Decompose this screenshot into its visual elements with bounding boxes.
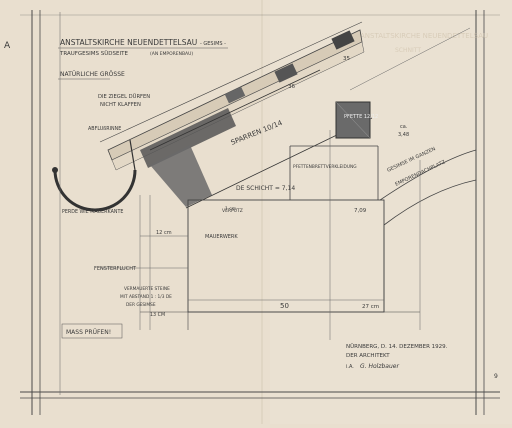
dim-35: 35	[343, 56, 350, 62]
label-layer: DE SCHICHT = 7,14	[236, 185, 295, 192]
sheet-border	[20, 10, 500, 415]
right-curve-bottom	[383, 179, 477, 226]
scale-note: NATÜRLICHE GRÖSSE	[60, 71, 125, 78]
signature-prefix: i.A.	[346, 364, 354, 370]
label-stones-4: 13 CM	[150, 312, 165, 318]
title-line-1: ANSTALTSKIRCHE NEUENDETTELSAU	[60, 38, 197, 47]
label-stones-2: MIT ABSTAND 1 : 1/3 DE	[120, 294, 172, 300]
title-line-1-suffix: - GESIMS -	[200, 41, 226, 47]
signature-place-date: NÜRNBERG, D. 14. DEZEMBER 1929.	[346, 343, 448, 350]
page-number: 9	[494, 373, 498, 380]
dim-12cm: 12 cm	[156, 230, 172, 236]
faded-subtitle: SCHNITT	[395, 47, 421, 54]
label-stones-3: DER GESIMSE	[126, 302, 156, 308]
tile-block-low	[224, 86, 246, 104]
right-curve-top	[379, 149, 477, 201]
stamp-box	[61, 323, 123, 339]
signature-name: G. Holzbauer	[360, 363, 399, 370]
label-flag: PFETTENBRETTVERKLEIDUNG	[293, 164, 357, 170]
label-gutter: ABFLUßRINNE	[88, 126, 121, 132]
dimension-lines	[59, 12, 421, 395]
dim-36: 36	[288, 84, 295, 90]
label-stones-1: VERMAUERTE STEINE	[124, 286, 170, 292]
gutter	[52, 139, 137, 212]
title-line-2: TRAUFGESIMS SÜDSEITE	[59, 50, 128, 57]
tile-block-top	[331, 30, 355, 50]
label-purlin: PFETTE 12/12	[344, 114, 378, 120]
label-fixed-left: PERDE WIE MAUERKANTE	[62, 209, 123, 215]
corner-mark: A	[4, 41, 11, 51]
label-wall: MAUERWERK	[205, 234, 238, 240]
rafter	[140, 69, 373, 209]
title-line-2-suffix: (AN EMPORENBAU)	[150, 51, 193, 57]
dim-348: 3,48	[398, 132, 409, 138]
right-diagonal-line	[349, 27, 471, 91]
note-tiles-2: NICHT KLAFFEN	[100, 102, 141, 108]
faded-title: ANSTALTSKIRCHE NEUENDETTELSAU	[360, 32, 488, 40]
signature-title: DER ARCHITEKT	[346, 353, 390, 359]
label-eaves-line: FENSTERFLUCHT	[94, 266, 137, 272]
tile-block-mid	[274, 63, 298, 83]
dim-7: 7,09	[354, 208, 367, 214]
dim-ca: ca.	[400, 124, 408, 130]
purlin-diagonal	[335, 101, 371, 139]
dim-1cm: 1 cm	[225, 206, 236, 212]
wall-block	[140, 145, 420, 330]
stamp: MASS PRÜFEN!	[66, 329, 111, 336]
dim-50: 50	[280, 302, 289, 310]
note-tiles: DIE ZIEGEL DÜRFEN	[98, 93, 150, 100]
dim-27cm: 27 cm	[362, 304, 379, 310]
label-plaster: VERPUTZ	[222, 208, 243, 214]
